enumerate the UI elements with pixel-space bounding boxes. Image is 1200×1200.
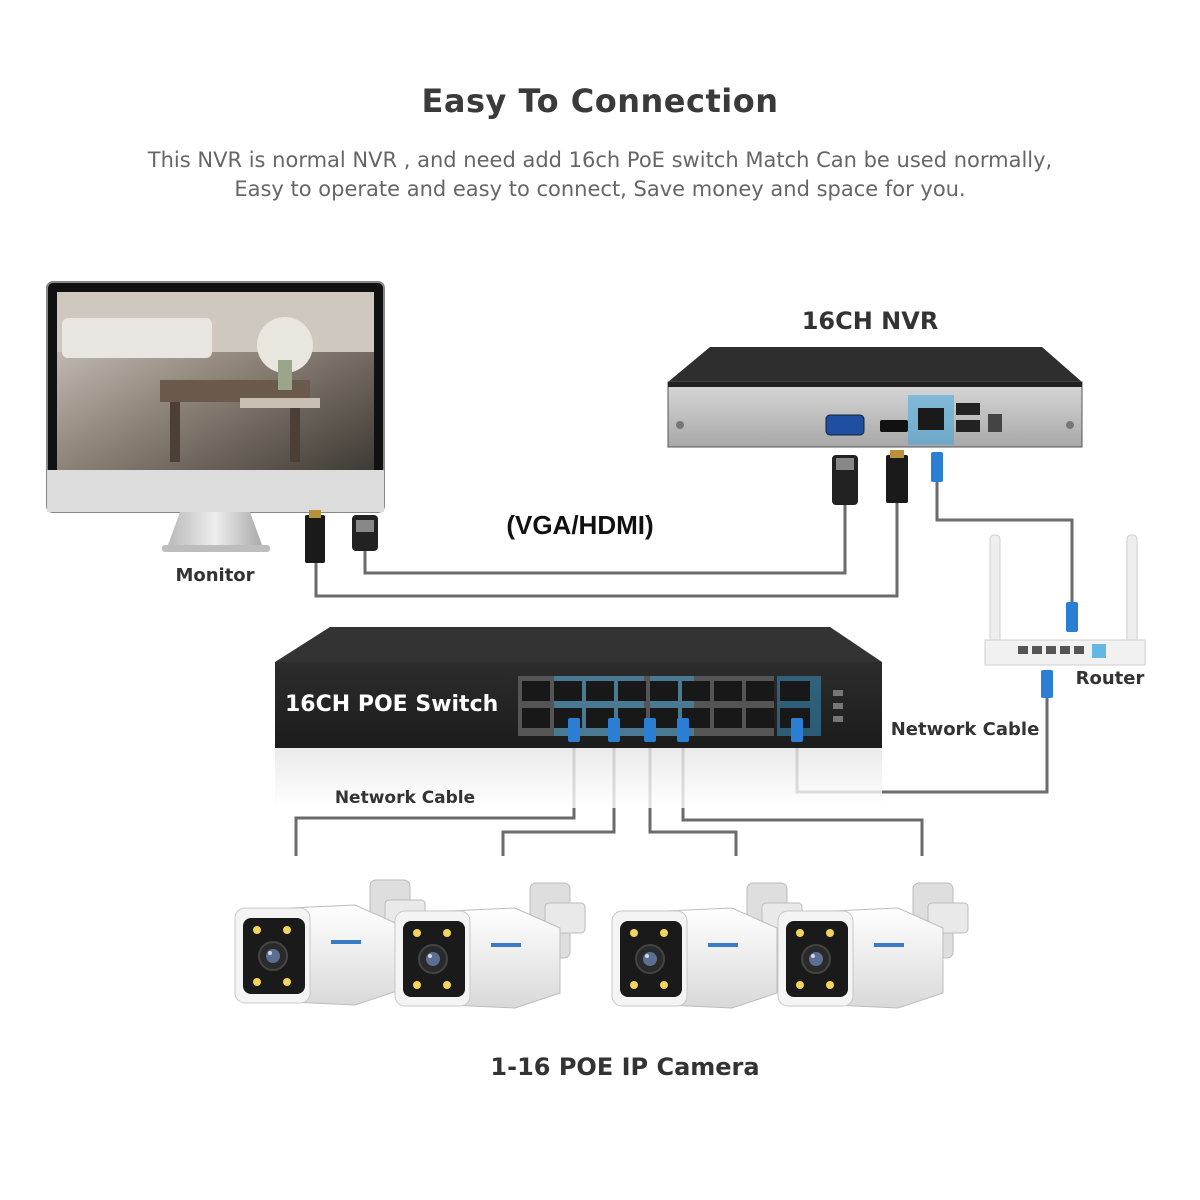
router xyxy=(984,534,1146,666)
nvr-lan-port xyxy=(918,408,944,430)
camera-label: 1-16 POE IP Camera xyxy=(490,1053,760,1081)
nvr-vga-port xyxy=(825,414,865,436)
poe-switch xyxy=(275,627,882,808)
nvr-router-cable xyxy=(935,478,1074,605)
nvr-device xyxy=(667,347,1083,448)
router-label: Router xyxy=(1075,668,1145,689)
ip-cameras xyxy=(234,879,969,1009)
cable-connectors xyxy=(305,450,1078,698)
network-cable-label-left: Network Cable xyxy=(334,788,476,808)
description-line-2: Easy to operate and easy to connect, Sav… xyxy=(234,177,966,201)
nvr-label: 16CH NVR xyxy=(801,307,939,335)
camera-3 xyxy=(611,882,803,1009)
hdmi-cable xyxy=(314,500,899,598)
monitor-label: Monitor xyxy=(175,565,255,586)
network-cable-label-right: Network Cable xyxy=(890,719,1040,740)
page-title: Easy To Connection xyxy=(421,82,779,120)
nvr-hdmi-port xyxy=(880,420,908,432)
monitor xyxy=(46,281,385,552)
description-line-1: This NVR is normal NVR , and need add 16… xyxy=(147,148,1053,172)
video-cable-label: (VGA/HDMI) xyxy=(506,510,654,540)
switch-label: 16CH POE Switch xyxy=(285,692,499,717)
vga-cable xyxy=(363,505,847,575)
camera-4 xyxy=(777,882,969,1009)
